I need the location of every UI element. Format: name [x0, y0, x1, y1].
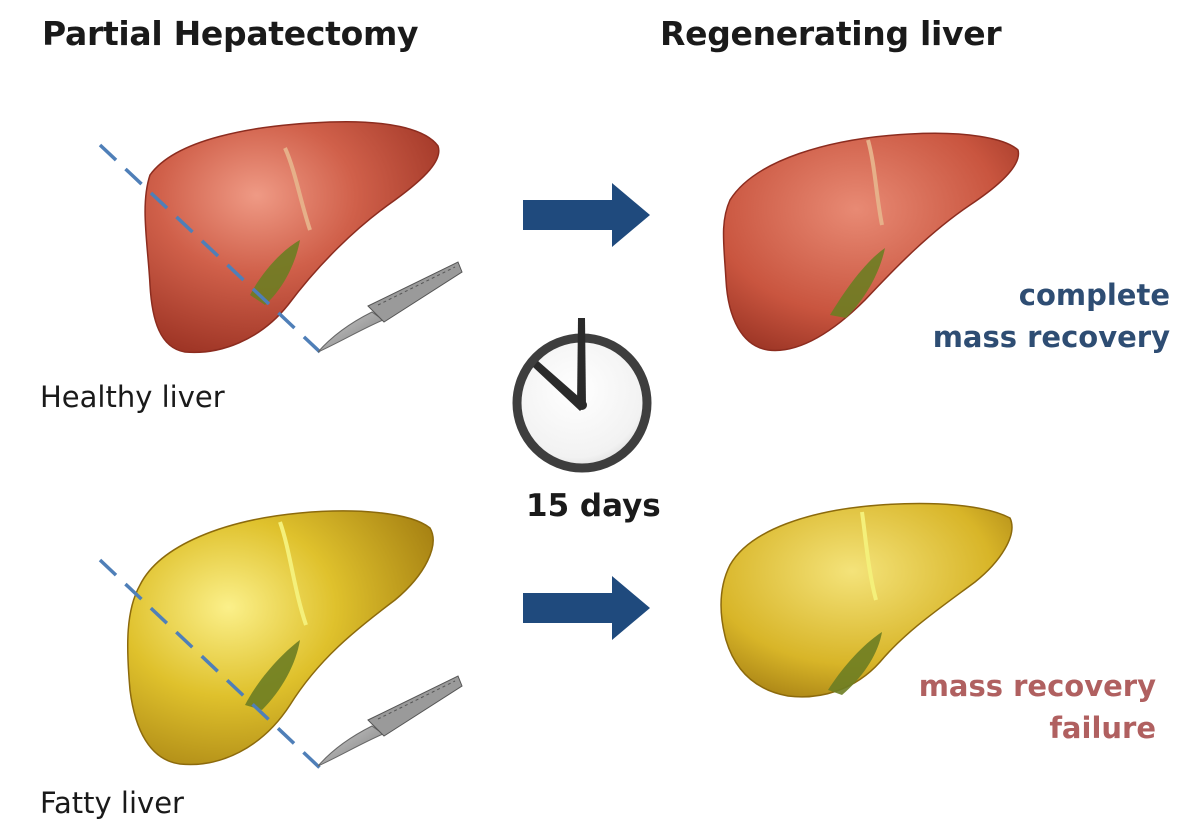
outcome-healthy-line1: complete — [1018, 278, 1170, 312]
outcome-fatty-line2: failure — [1049, 711, 1156, 745]
arrow-right-icon — [523, 183, 650, 247]
timer-label: 15 days — [526, 488, 661, 524]
fatty-liver-regenerated — [720, 502, 1013, 698]
label-healthy-liver: Healthy liver — [40, 380, 225, 414]
arrow-right-icon — [523, 576, 650, 640]
healthy-liver-regenerated — [722, 132, 1020, 352]
label-fatty-liver: Fatty liver — [40, 786, 184, 820]
stopwatch-icon — [512, 318, 652, 473]
outcome-healthy-line2: mass recovery — [932, 320, 1170, 354]
scalpel-icon — [317, 675, 463, 767]
cut-line-fatty — [98, 558, 322, 770]
header-regenerating-liver: Regenerating liver — [660, 14, 1002, 53]
outcome-fatty: mass recovery failure — [919, 665, 1156, 749]
outcome-fatty-line1: mass recovery — [918, 669, 1156, 703]
healthy-liver-before — [144, 120, 440, 354]
cut-line-healthy — [98, 143, 322, 354]
outcome-healthy: complete mass recovery — [933, 274, 1170, 358]
scalpel-icon — [317, 261, 463, 353]
fatty-liver-before — [126, 510, 434, 766]
header-partial-hepatectomy: Partial Hepatectomy — [42, 14, 419, 53]
